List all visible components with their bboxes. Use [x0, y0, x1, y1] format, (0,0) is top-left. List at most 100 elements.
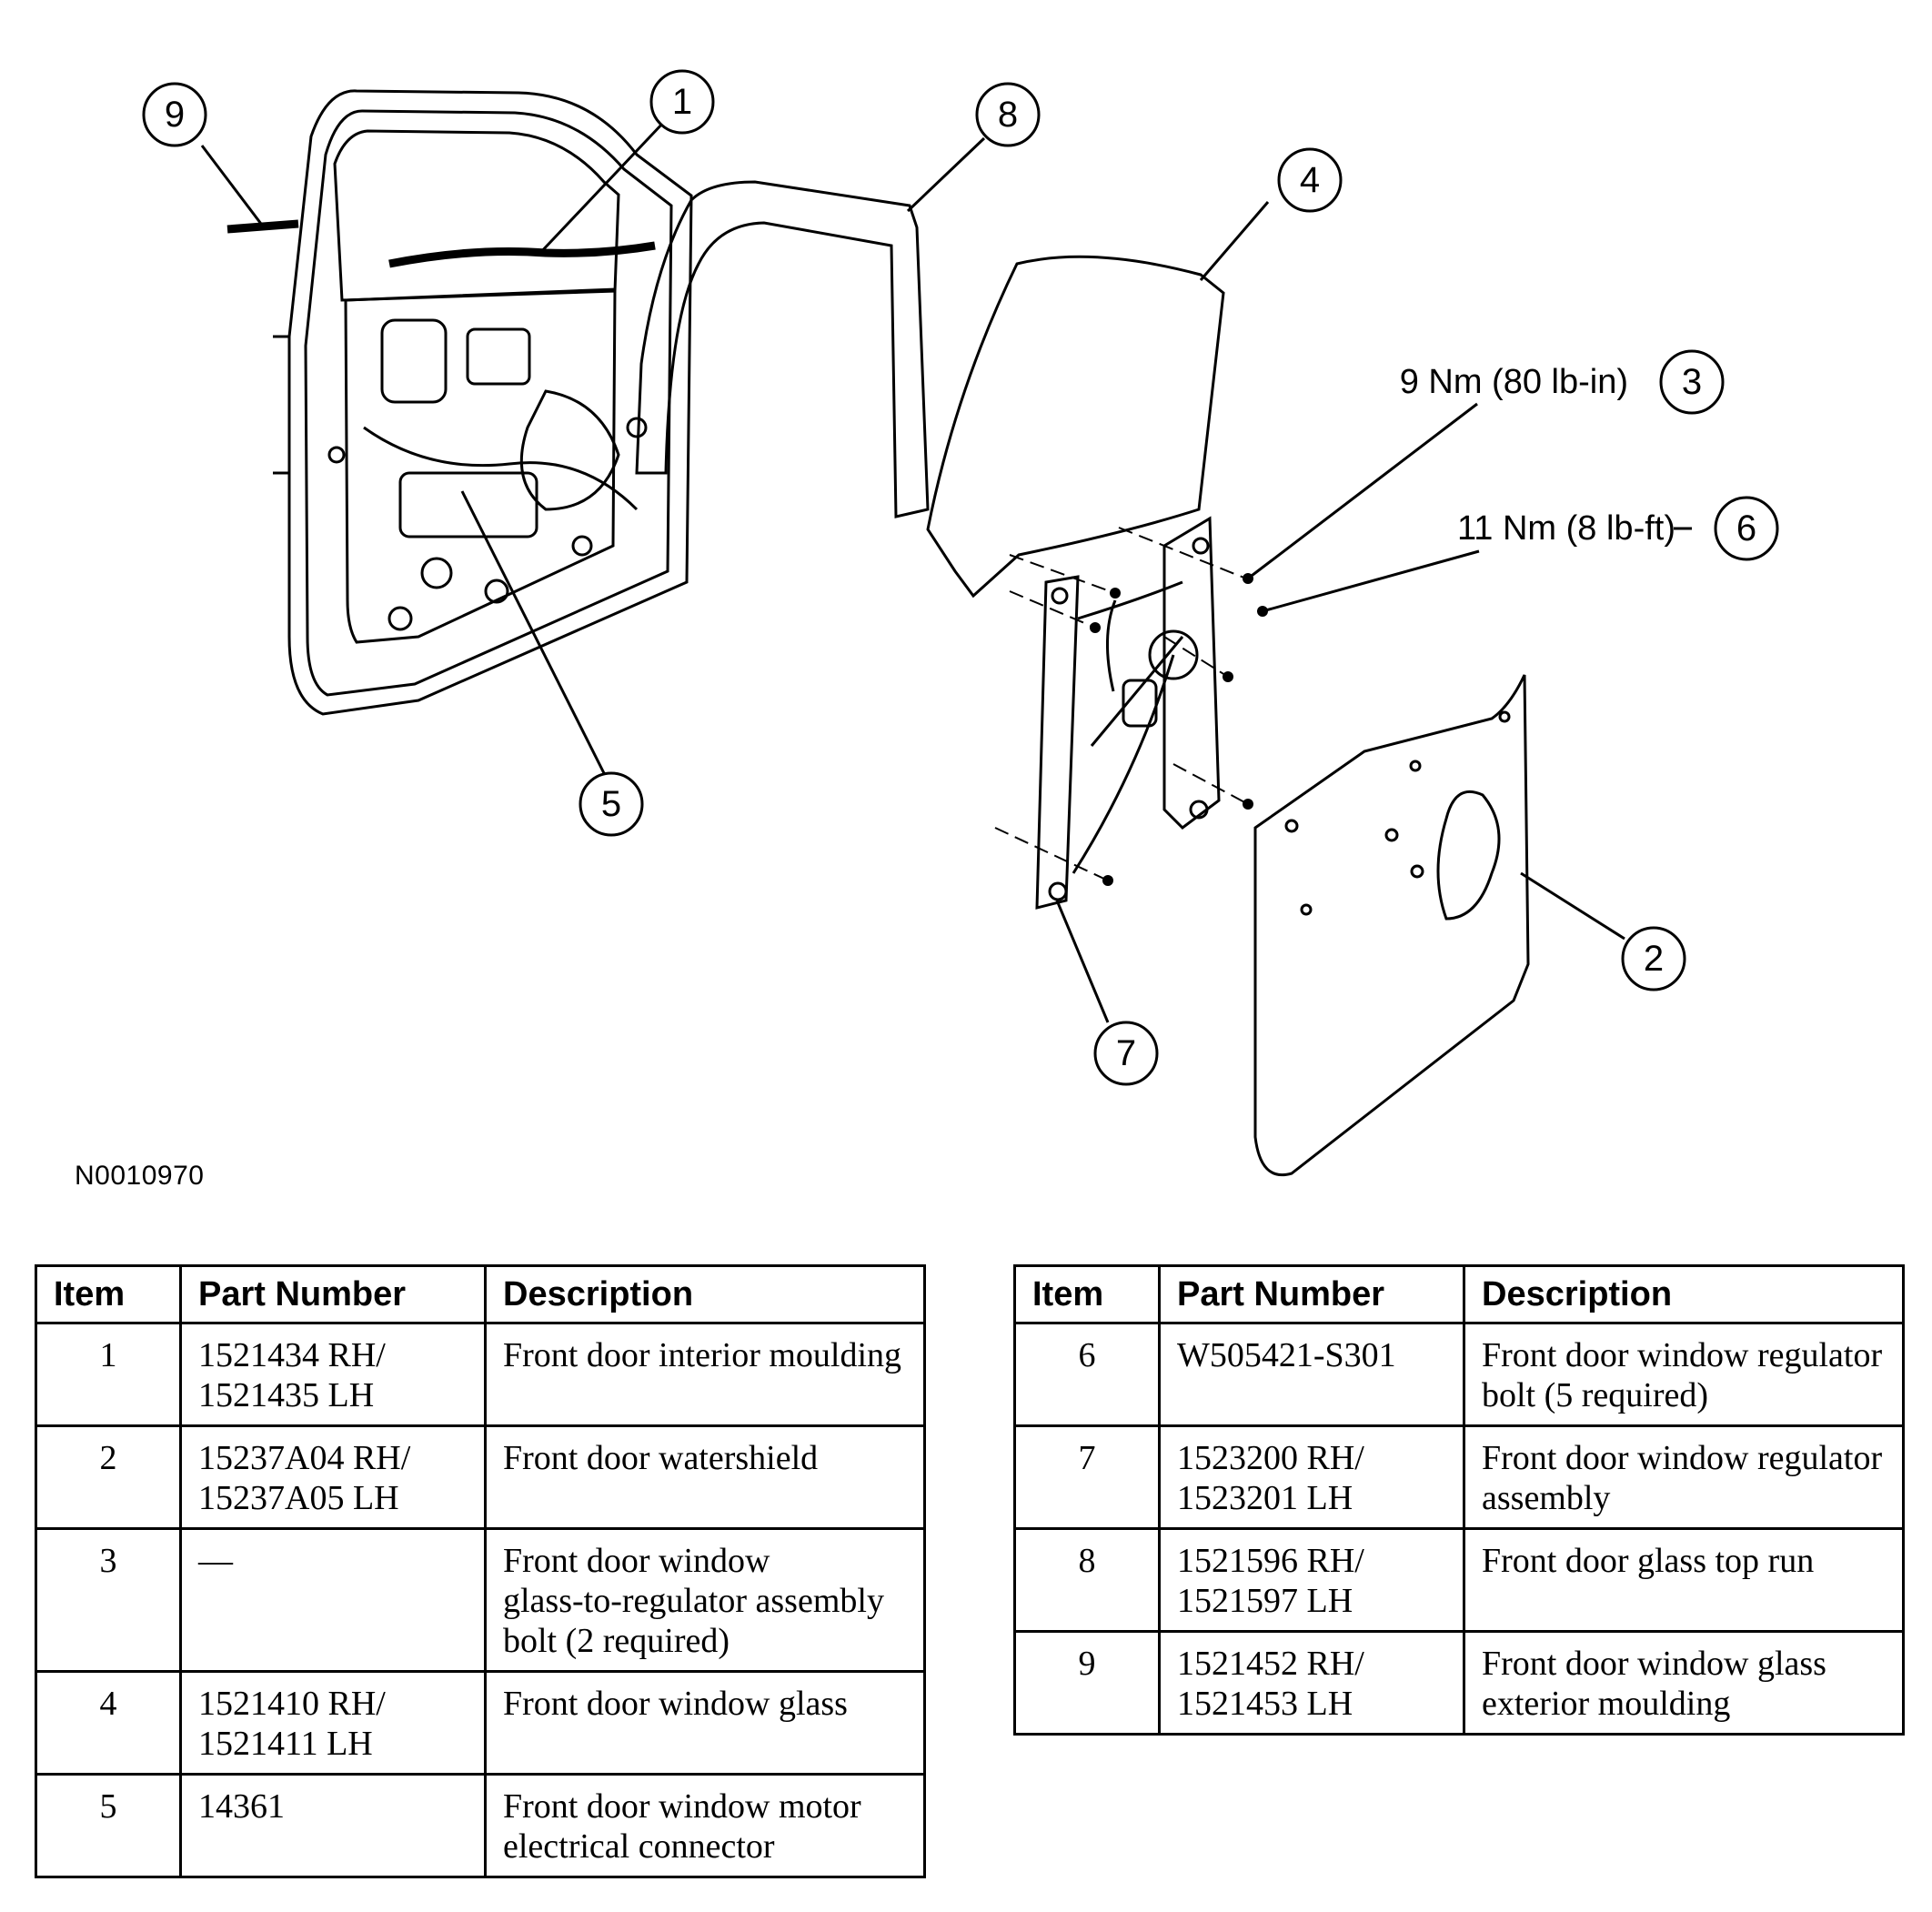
figure-id: N0010970: [75, 1161, 205, 1191]
cell-description-line: Front door watershield: [503, 1439, 819, 1477]
cell-item: 7: [1013, 1424, 1161, 1530]
svg-text:7: 7: [1116, 1033, 1136, 1073]
glass-top-run: [635, 180, 930, 518]
cell-part-number-line: —: [198, 1542, 233, 1580]
bolt-centerlines: [994, 527, 1249, 881]
cell-part-number-line: 1521453 LH: [1177, 1685, 1353, 1723]
window-regulator: [1035, 516, 1221, 910]
cell-description-line: Front door window regulator: [1482, 1336, 1883, 1374]
cell-description-line: Front door glass top run: [1482, 1542, 1815, 1580]
cell-part-number-line: 15237A05 LH: [198, 1479, 399, 1517]
cell-item: 4: [35, 1670, 182, 1776]
cell-item: 2: [35, 1424, 182, 1530]
svg-text:8: 8: [998, 95, 1018, 135]
cell-item: 8: [1013, 1527, 1161, 1633]
callout-8: 8: [975, 82, 1041, 147]
svg-text:2: 2: [1644, 939, 1664, 979]
cell-description: Front door glass top run: [1463, 1527, 1905, 1633]
cell-description-line: Front door window glass: [1482, 1645, 1826, 1683]
cell-description-line: Front door window glass: [503, 1685, 848, 1723]
svg-text:9: 9: [165, 95, 185, 135]
header-item: Item: [35, 1264, 182, 1324]
cell-item: 5: [35, 1773, 182, 1878]
callout-1: 1: [649, 69, 715, 135]
cell-part-number-line: 1521596 RH/: [1177, 1542, 1364, 1580]
callout-5: 5: [579, 771, 644, 837]
cell-part-number-line: 1523201 LH: [1177, 1479, 1353, 1517]
table-header-row: Item Part Number Description: [35, 1264, 926, 1324]
exploded-view-diagram: 9 1 8 4 3 6 5 2 7 9 Nm (80 lb-in) 11 Nm …: [142, 69, 1779, 1176]
parts-table-right: Item Part Number Description 6 W505421-S3…: [1013, 1264, 1905, 1736]
watershield: [1253, 674, 1530, 1176]
svg-text:6: 6: [1736, 508, 1756, 548]
cell-part-number: 14361: [179, 1773, 487, 1878]
cell-part-number: 1521410 RH/1521411 LH: [179, 1670, 487, 1776]
parts-table-left: Item Part Number Description 1 1521434 RH…: [35, 1264, 926, 1878]
parts-table-left-body: 1 1521434 RH/1521435 LH Front door interio…: [35, 1322, 926, 1878]
header-description: Description: [1463, 1264, 1905, 1324]
torque-label-item-6: 11 Nm (8 lb-ft): [1457, 509, 1675, 548]
cell-part-number: 15237A04 RH/15237A05 LH: [179, 1424, 487, 1530]
svg-text:1: 1: [672, 82, 692, 122]
svg-text:4: 4: [1300, 160, 1320, 200]
cell-description: Front door interior moulding: [484, 1322, 926, 1427]
cell-part-number-line: 14361: [198, 1787, 285, 1826]
window-glass: [926, 255, 1225, 599]
header-item: Item: [1013, 1264, 1161, 1324]
cell-part-number: 1523200 RH/1523201 LH: [1158, 1424, 1465, 1530]
callout-4: 4: [1277, 147, 1343, 213]
cell-part-number-line: 1523200 RH/: [1177, 1439, 1364, 1477]
cell-part-number-line: 1521411 LH: [198, 1725, 373, 1763]
cell-part-number-line: 1521597 LH: [1177, 1582, 1353, 1620]
cell-part-number-line: 1521435 LH: [198, 1376, 375, 1414]
cell-description-line: exterior moulding: [1482, 1685, 1731, 1723]
callout-2: 2: [1621, 926, 1686, 991]
cell-description-line: Front door interior moulding: [503, 1336, 902, 1374]
cell-part-number: —: [179, 1527, 487, 1673]
svg-text:5: 5: [601, 784, 621, 824]
table-row: 6 W505421-S301 Front door window regulator…: [1013, 1322, 1905, 1427]
callout-9: 9: [142, 82, 207, 147]
header-part-number: Part Number: [1158, 1264, 1465, 1324]
cell-description-line: electrical connector: [503, 1827, 775, 1866]
cell-item: 1: [35, 1322, 182, 1427]
cell-part-number: 1521452 RH/1521453 LH: [1158, 1630, 1465, 1736]
table-header-row: Item Part Number Description: [1013, 1264, 1905, 1324]
front-door-shell: [273, 89, 693, 716]
cell-part-number-line: W505421-S301: [1177, 1336, 1396, 1374]
cell-description-line: Front door window motor: [503, 1787, 861, 1826]
header-description: Description: [484, 1264, 926, 1324]
torque-label-item-3: 9 Nm (80 lb-in): [1400, 363, 1628, 401]
callout-3: 3: [1659, 349, 1725, 415]
header-part-number: Part Number: [179, 1264, 487, 1324]
cell-description: Front door window glass: [484, 1670, 926, 1776]
leader-lines: [200, 120, 1692, 1023]
cell-description-line: Front door window regulator: [1482, 1439, 1883, 1477]
cell-part-number: 1521596 RH/1521597 LH: [1158, 1527, 1465, 1633]
cell-part-number-line: 1521434 RH/: [198, 1336, 386, 1374]
fastener-bolts: [1090, 573, 1268, 886]
svg-text:3: 3: [1682, 362, 1702, 402]
callout-7: 7: [1093, 1021, 1159, 1086]
cell-part-number-line: 15237A04 RH/: [198, 1439, 411, 1477]
cell-description-line: bolt (5 required): [1482, 1376, 1709, 1414]
cell-description-line: bolt (2 required): [503, 1622, 730, 1660]
cell-item: 6: [1013, 1322, 1161, 1427]
cell-description-line: Front door window: [503, 1542, 770, 1580]
cell-part-number: W505421-S301: [1158, 1322, 1465, 1427]
cell-part-number-line: 1521452 RH/: [1177, 1645, 1364, 1683]
cell-item: 3: [35, 1527, 182, 1673]
cell-description-line: glass-to-regulator assembly: [503, 1582, 884, 1620]
cell-description: Front door watershield: [484, 1424, 926, 1530]
